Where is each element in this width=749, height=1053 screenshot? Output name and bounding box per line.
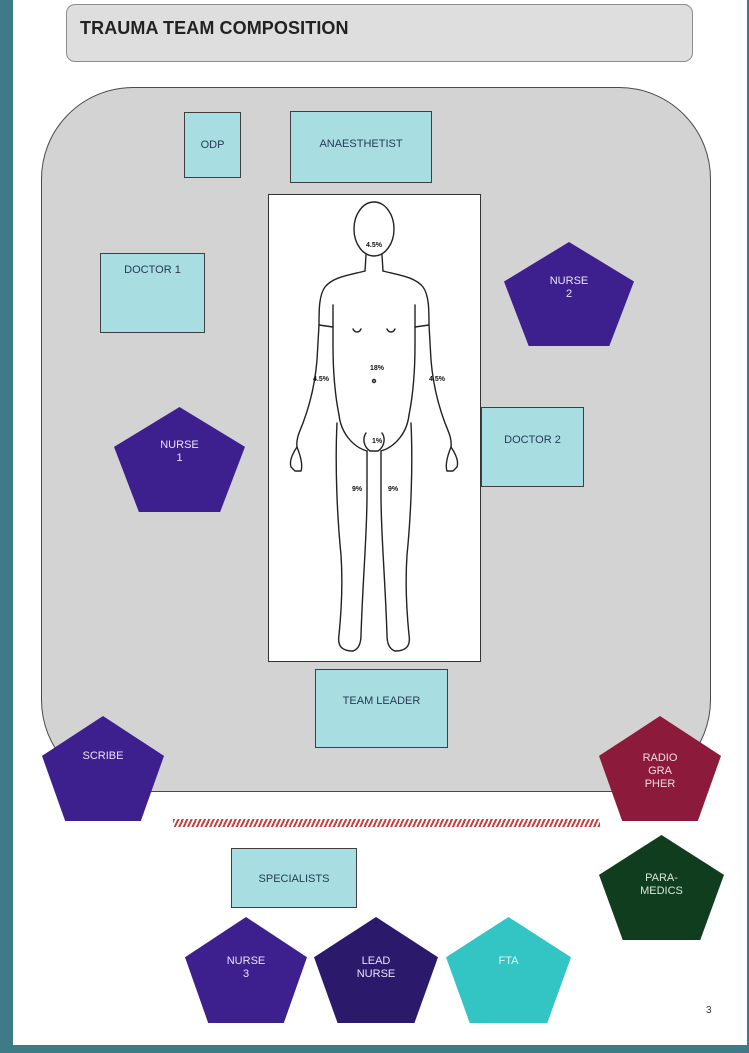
radiographer-line-3: PHER (599, 778, 721, 791)
nurse-1-line-2: 1 (114, 452, 245, 465)
doctor-1-box: DOCTOR 1 (100, 253, 205, 333)
divider-hatch (173, 819, 600, 827)
nurse-3-line-2: 3 (185, 968, 307, 981)
left-arm-percent: 4.5% (313, 376, 330, 383)
fta-pentagon: FTA (446, 917, 571, 1023)
torso-percent: 18% (370, 365, 385, 372)
paramedics-line-2: MEDICS (599, 885, 724, 898)
doctor-2-box: DOCTOR 2 (481, 407, 584, 487)
lead-nurse-line-2: NURSE (314, 968, 438, 981)
nurse-2-line-2: 2 (504, 288, 634, 301)
radiographer-line-1: RADIO (599, 752, 721, 765)
title-banner: TRAUMA TEAM COMPOSITION (66, 4, 693, 62)
nurse-3-pentagon: NURSE 3 (185, 917, 307, 1023)
nurse-1-line-1: NURSE (114, 439, 245, 452)
slide-page: TRAUMA TEAM COMPOSITION ODP ANAESTHETIST… (13, 0, 747, 1045)
lead-nurse-line-1: LEAD (314, 955, 438, 968)
body-outline-figure: 4.5% 4.5% 4.5% 18% 1% 9% 9% (269, 195, 479, 660)
left-leg-percent: 9% (352, 486, 363, 493)
odp-label: ODP (185, 139, 240, 151)
doctor-2-label: DOCTOR 2 (482, 434, 583, 446)
nurse-3-line-1: NURSE (185, 955, 307, 968)
doctor-1-label: DOCTOR 1 (101, 264, 204, 276)
specialists-box: SPECIALISTS (231, 848, 357, 908)
body-chart-panel: 4.5% 4.5% 4.5% 18% 1% 9% 9% (268, 194, 481, 662)
radiographer-line-2: GRA (599, 765, 721, 778)
page-title: TRAUMA TEAM COMPOSITION (80, 18, 349, 39)
odp-box: ODP (184, 112, 241, 178)
lead-nurse-pentagon: LEAD NURSE (314, 917, 438, 1023)
anaesthetist-box: ANAESTHETIST (290, 111, 432, 183)
paramedics-line-1: PARA- (599, 872, 724, 885)
anaesthetist-label: ANAESTHETIST (291, 138, 431, 150)
nurse-2-line-1: NURSE (504, 275, 634, 288)
scribe-label: SCRIBE (42, 750, 164, 763)
right-arm-percent: 4.5% (429, 376, 446, 383)
fta-label: FTA (446, 955, 571, 968)
right-leg-percent: 9% (388, 486, 399, 493)
groin-percent: 1% (372, 438, 383, 445)
specialists-label: SPECIALISTS (232, 873, 356, 885)
page-number: 3 (706, 1005, 712, 1016)
head-percent: 4.5% (366, 242, 383, 249)
paramedics-pentagon: PARA- MEDICS (599, 835, 724, 940)
team-leader-box: TEAM LEADER (315, 669, 448, 748)
team-leader-label: TEAM LEADER (316, 695, 447, 707)
